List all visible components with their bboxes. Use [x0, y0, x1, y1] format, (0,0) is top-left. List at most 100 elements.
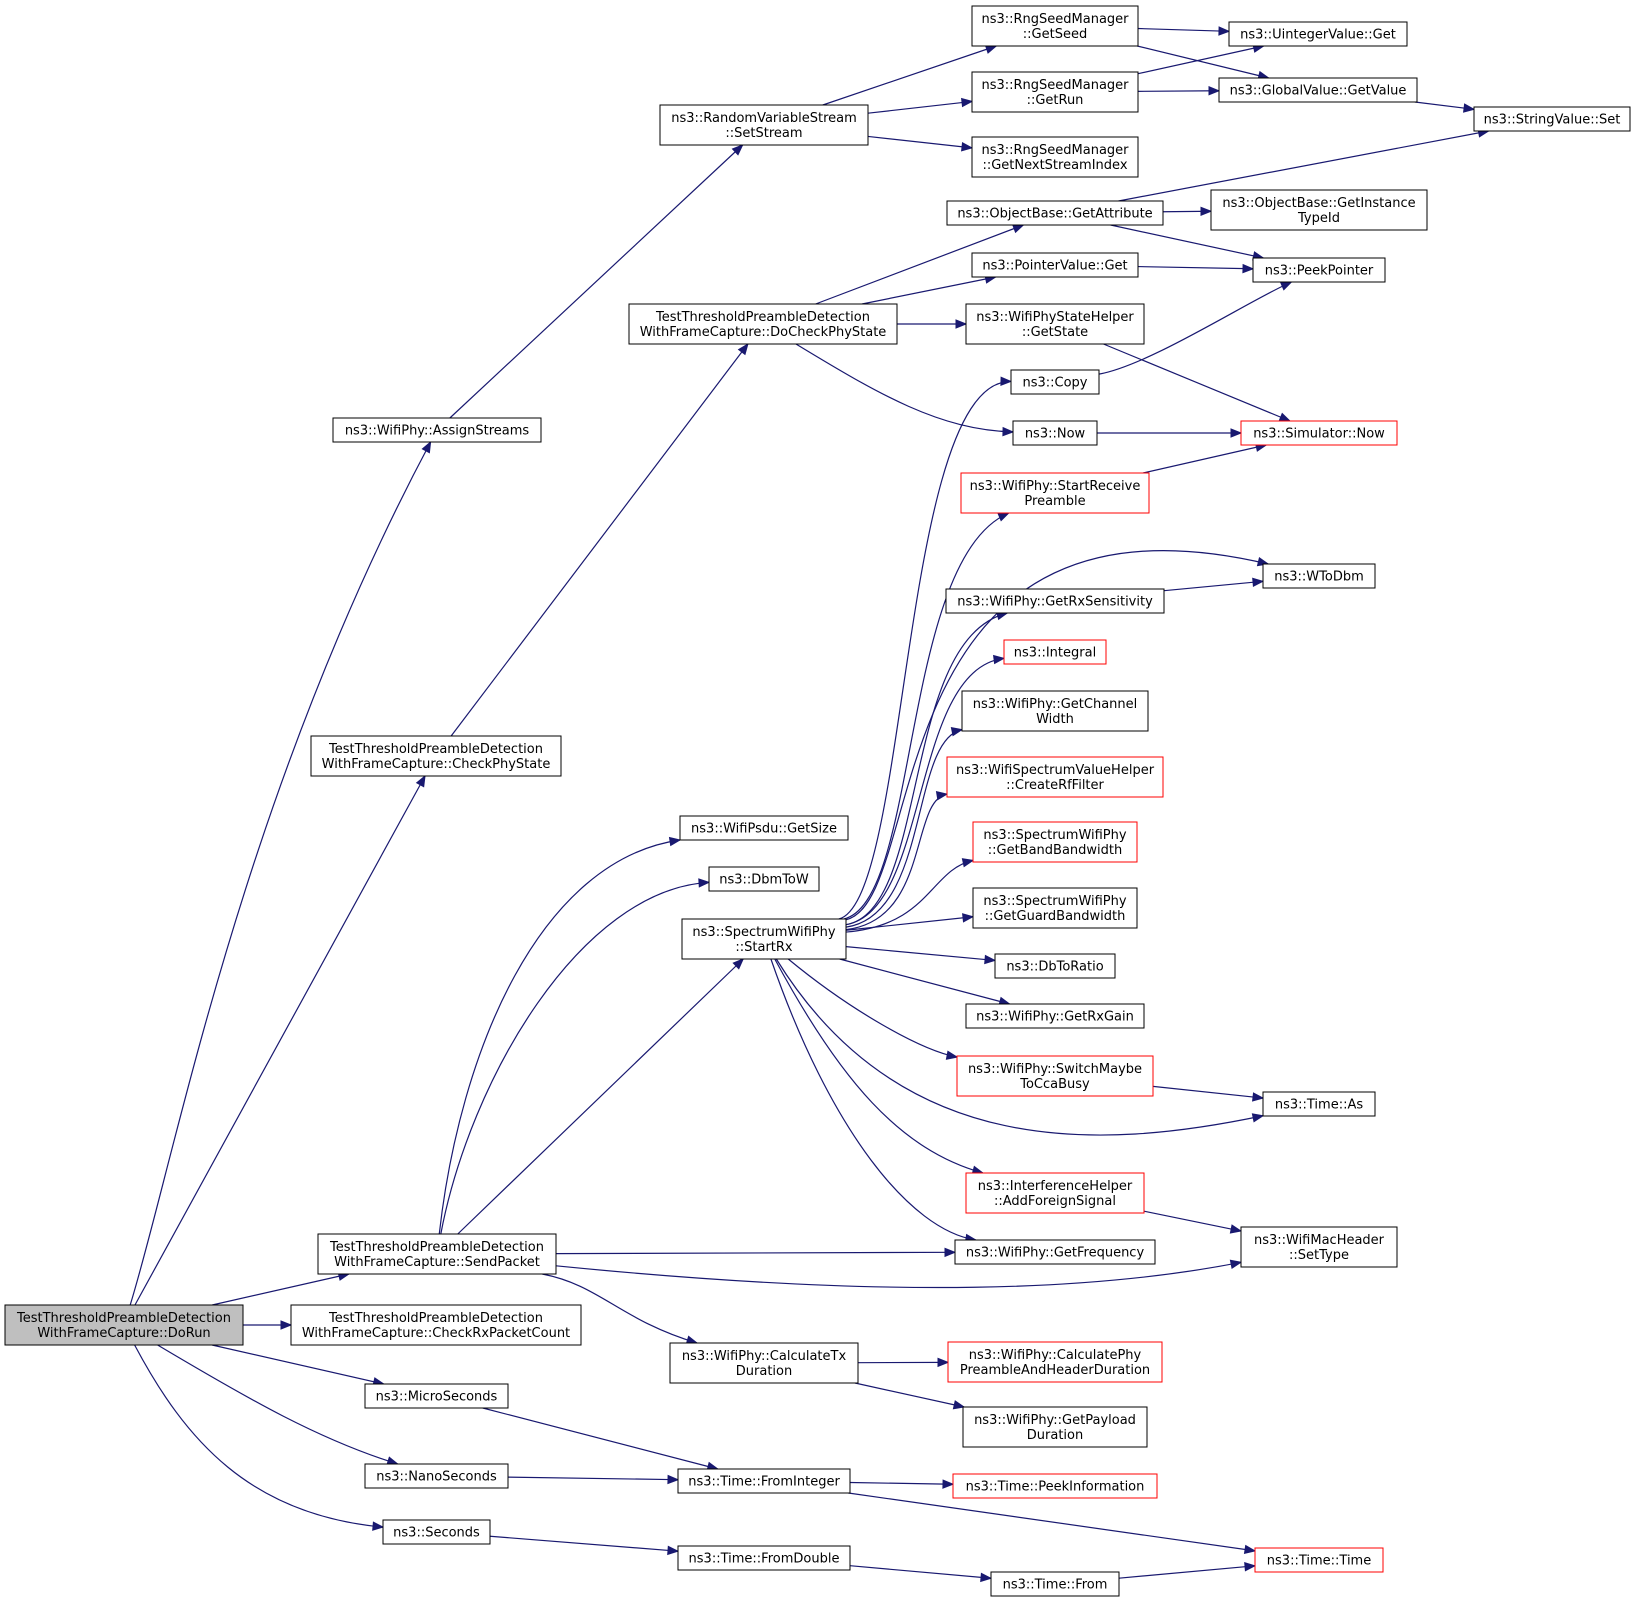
edge-arrowhead	[1252, 577, 1265, 587]
node-getBandBandwidth[interactable]: ns3::SpectrumWifiPhy::GetBandBandwidth	[972, 821, 1138, 863]
node-getRun[interactable]: ns3::RngSeedManager::GetRun	[971, 71, 1139, 113]
call-edge-calcTxDuration-to-calcPhyPreamble	[857, 1357, 950, 1368]
node-getGuardBandwidth[interactable]: ns3::SpectrumWifiPhy::GetGuardBandwidth	[972, 887, 1138, 929]
node-box	[1254, 1547, 1384, 1573]
node-getAttribute[interactable]: ns3::ObjectBase::GetAttribute	[946, 200, 1164, 226]
node-uintegerValueGet[interactable]: ns3::UintegerValue::Get	[1228, 21, 1408, 47]
node-sendPacket[interactable]: TestThresholdPreambleDetectionWithFrameC…	[317, 1233, 557, 1275]
node-box	[1210, 189, 1428, 231]
node-dbmToW[interactable]: ns3::DbmToW	[708, 866, 820, 892]
node-checkPhyState[interactable]: TestThresholdPreambleDetectionWithFrameC…	[310, 735, 562, 777]
node-copy[interactable]: ns3::Copy	[1010, 369, 1100, 395]
edge-line	[134, 775, 426, 1306]
node-box	[364, 1463, 509, 1489]
node-getRxSensitivity[interactable]: ns3::WifiPhy::GetRxSensitivity	[945, 588, 1165, 614]
node-setStream[interactable]: ns3::RandomVariableStream::SetStream	[659, 104, 869, 146]
call-edge-doRun-to-checkPhyState	[134, 774, 426, 1306]
edge-line	[849, 1565, 992, 1579]
node-box	[1240, 420, 1398, 446]
edge-line	[482, 1407, 718, 1470]
edge-line	[157, 1344, 398, 1465]
call-edge-fromInteger-to-peekInformation	[849, 1479, 955, 1489]
node-setType[interactable]: ns3::WifiMacHeader::SetType	[1240, 1226, 1398, 1268]
node-doCheckPhyState[interactable]: TestThresholdPreambleDetectionWithFrameC…	[628, 303, 898, 345]
node-label-line: ns3::InterferenceHelper	[978, 1179, 1133, 1194]
node-label-line: ns3::WifiPhy::GetChannel	[973, 697, 1138, 712]
node-label-line: ns3::WToDbm	[1274, 570, 1364, 585]
node-dbToRatio[interactable]: ns3::DbToRatio	[994, 953, 1116, 979]
edge-arrowhead	[952, 1400, 966, 1410]
edge-line	[1137, 90, 1220, 92]
node-peekInformation[interactable]: ns3::Time::PeekInformation	[952, 1473, 1158, 1499]
node-checkRxPacketCount[interactable]: TestThresholdPreambleDetectionWithFrameC…	[290, 1304, 582, 1346]
node-box	[971, 252, 1139, 278]
node-timeAs[interactable]: ns3::Time::As	[1262, 1091, 1376, 1117]
edge-arrowhead	[1229, 1224, 1243, 1234]
node-box	[628, 303, 898, 345]
node-box	[1003, 639, 1107, 665]
edge-arrowhead	[1218, 26, 1231, 36]
call-edge-microSeconds-to-fromInteger	[482, 1407, 720, 1471]
node-pointerValueGet[interactable]: ns3::PointerValue::Get	[971, 252, 1139, 278]
call-edge-sendPacket-to-setType	[555, 1259, 1243, 1289]
node-box	[708, 866, 820, 892]
edge-arrowhead	[1230, 428, 1243, 438]
node-fromInteger[interactable]: ns3::Time::FromInteger	[677, 1468, 851, 1494]
node-addForeignSignal[interactable]: ns3::InterferenceHelper::AddForeignSigna…	[965, 1172, 1145, 1214]
node-label-line: ns3::Seconds	[393, 1526, 480, 1541]
node-seconds[interactable]: ns3::Seconds	[382, 1519, 491, 1545]
node-box	[965, 1172, 1145, 1214]
node-timeTime[interactable]: ns3::Time::Time	[1254, 1547, 1384, 1573]
node-createRfFilter[interactable]: ns3::WifiSpectrumValueHelper::CreateRfFi…	[946, 756, 1164, 798]
node-stringValueSet[interactable]: ns3::StringValue::Set	[1473, 106, 1631, 132]
node-globalValueGetValue[interactable]: ns3::GlobalValue::GetValue	[1218, 77, 1418, 103]
node-box	[946, 756, 1164, 798]
edge-arrowhead	[1242, 263, 1255, 274]
edge-arrowhead	[421, 440, 432, 454]
call-edge-startRx-to-getChannelWidth	[845, 726, 964, 928]
node-assignStreams[interactable]: ns3::WifiPhy::AssignStreams	[332, 417, 542, 443]
node-box	[954, 1239, 1156, 1265]
node-wToDbm[interactable]: ns3::WToDbm	[1262, 563, 1376, 589]
node-fromDouble[interactable]: ns3::Time::FromDouble	[677, 1545, 851, 1571]
node-startRx[interactable]: ns3::SpectrumWifiPhy::StartRx	[681, 918, 847, 960]
node-box	[972, 887, 1138, 929]
edge-line	[1110, 224, 1264, 259]
node-getState[interactable]: ns3::WifiPhyStateHelper::GetState	[965, 303, 1145, 345]
node-box	[1218, 77, 1418, 103]
node-label-line: TypeId	[1297, 211, 1340, 226]
node-getRxGain[interactable]: ns3::WifiPhy::GetRxGain	[965, 1003, 1145, 1029]
edge-line	[212, 1273, 349, 1306]
call-edge-getRxSensitivity-to-wToDbm	[1163, 577, 1265, 592]
edge-arrowhead	[950, 726, 964, 737]
node-label-line: ns3::Time::As	[1275, 1098, 1364, 1113]
node-getNextStreamIndex[interactable]: ns3::RngSeedManager::GetNextStreamIndex	[971, 136, 1139, 178]
node-now[interactable]: ns3::Now	[1012, 420, 1098, 446]
node-nanoSeconds[interactable]: ns3::NanoSeconds	[364, 1463, 509, 1489]
call-edge-getRun-to-globalValueGetValue	[1137, 86, 1221, 96]
node-getSeed[interactable]: ns3::RngSeedManager::GetSeed	[971, 5, 1139, 47]
node-integral[interactable]: ns3::Integral	[1003, 639, 1107, 665]
edge-line	[815, 224, 1024, 305]
node-box	[677, 1468, 851, 1494]
edge-line	[1152, 1085, 1264, 1099]
node-peekPointer[interactable]: ns3::PeekPointer	[1252, 257, 1386, 283]
node-simulatorNow[interactable]: ns3::Simulator::Now	[1240, 420, 1398, 446]
call-edge-doRun-to-sendPacket	[212, 1271, 351, 1306]
node-microSeconds[interactable]: ns3::MicroSeconds	[364, 1383, 509, 1409]
node-getSize[interactable]: ns3::WifiPsdu::GetSize	[679, 815, 849, 841]
node-calcPhyPreamble[interactable]: ns3::WifiPhy::CalculatePhyPreambleAndHea…	[947, 1341, 1163, 1383]
edge-arrowhead	[935, 791, 949, 801]
node-getFrequency[interactable]: ns3::WifiPhy::GetFrequency	[954, 1239, 1156, 1265]
node-label-line: WithFrameCapture::DoRun	[37, 1326, 210, 1341]
edge-line	[1163, 580, 1264, 592]
node-label-line: ns3::RandomVariableStream	[671, 111, 857, 126]
node-timeFrom[interactable]: ns3::Time::From	[990, 1571, 1120, 1597]
edge-arrowhead	[984, 44, 998, 54]
